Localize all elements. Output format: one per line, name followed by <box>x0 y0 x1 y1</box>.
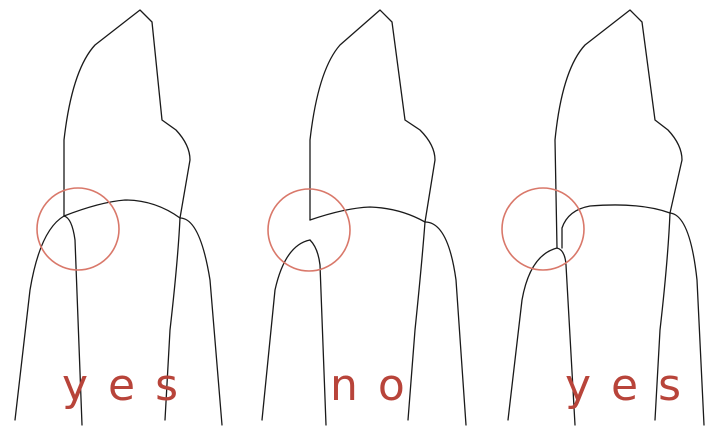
panel-3: yes <box>502 10 704 425</box>
verdict-label: yes <box>62 360 198 411</box>
gum-contour-line <box>64 200 180 218</box>
lower-tooth-left-edge <box>15 216 64 420</box>
highlight-circle <box>37 188 119 270</box>
upper-tooth-outline <box>64 10 190 218</box>
neighbor-tooth-edge <box>425 222 466 425</box>
verdict-label: yes <box>565 360 701 411</box>
gum-contour-line <box>310 207 425 222</box>
highlight-circle <box>268 189 350 271</box>
highlight-circle <box>502 188 584 270</box>
lower-tooth-left-edge <box>508 248 557 420</box>
panel-1: yes <box>15 10 222 425</box>
verdict-label: no <box>330 360 425 411</box>
upper-tooth-outline <box>310 10 435 222</box>
gum-contour-line <box>562 205 670 248</box>
panel-2: no <box>262 10 466 425</box>
lower-tooth-left-edge <box>262 240 310 420</box>
